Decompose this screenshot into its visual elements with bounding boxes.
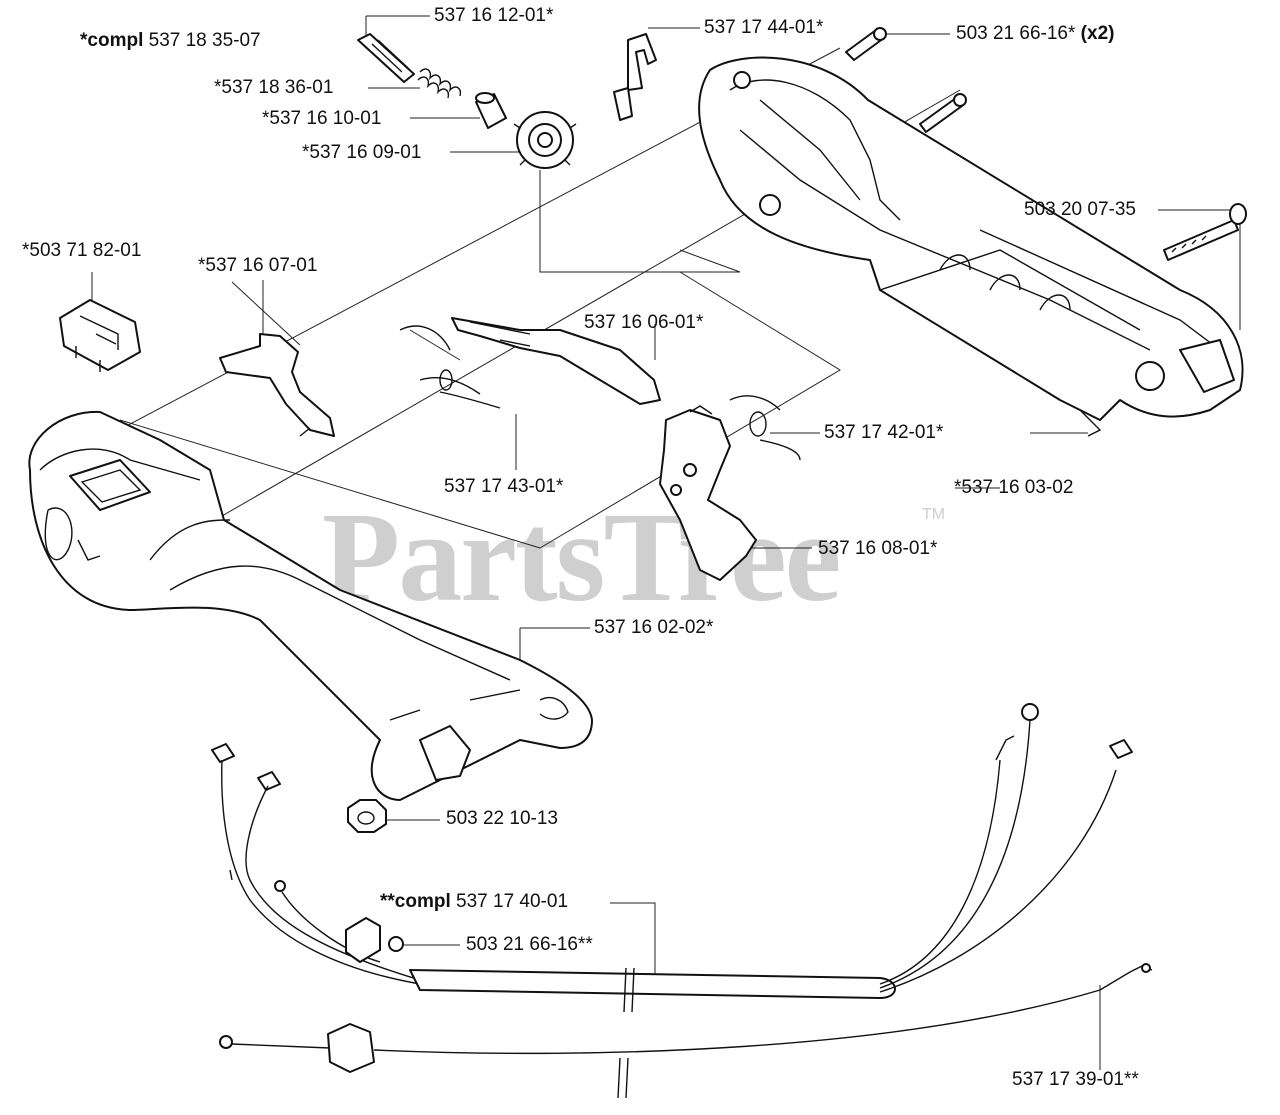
label-537-17-39-01[interactable]: 537 17 39-01** xyxy=(1012,1069,1139,1090)
label-537-16-09-01[interactable]: *537 16 09-01 xyxy=(302,142,422,163)
label-compl-prefix: **compl xyxy=(380,891,451,912)
throttle-trigger-537-16-08 xyxy=(659,405,757,581)
spring-537-18-36 xyxy=(417,68,462,99)
label-503-21-66-16-dd[interactable]: 503 21 66-16** xyxy=(466,934,593,955)
label-537-18-36-01[interactable]: *537 18 36-01 xyxy=(214,77,334,98)
label-503-21-66-qty: (x2) xyxy=(1080,23,1115,44)
screw-537-16-12 xyxy=(357,33,415,83)
label-537-16-07-01[interactable]: *537 16 07-01 xyxy=(198,255,318,276)
stop-switch-503-71-82 xyxy=(59,299,141,372)
spring-537-17-42 xyxy=(729,395,801,461)
label-537-16-10-01[interactable]: *537 16 10-01 xyxy=(262,108,382,129)
nut-503-22-10 xyxy=(347,799,387,833)
label-537-16-03-02[interactable]: *537 16 03-02 xyxy=(954,477,1074,498)
cable-537-17-39 xyxy=(219,963,1153,1099)
label-537-16-08-01[interactable]: 537 16 08-01* xyxy=(818,538,938,559)
label-compl-537-18-35[interactable]: *compl 537 18 35-07 xyxy=(80,30,261,52)
label-503-22-10-13[interactable]: 503 22 10-13 xyxy=(446,808,558,829)
bolt-503-20-07 xyxy=(1163,203,1247,261)
lock-lever-537-16-07 xyxy=(219,333,335,437)
label-compl-number: 537 18 35-07 xyxy=(148,30,261,51)
label-537-17-42-01[interactable]: 537 17 42-01* xyxy=(824,422,944,443)
label-503-21-66-16-x2[interactable]: 503 21 66-16* (x2) xyxy=(956,23,1114,45)
ratchet-537-16-09 xyxy=(513,111,577,169)
label-compl-prefix: *compl xyxy=(80,30,144,51)
wiring-harness-537-17-40 xyxy=(211,703,1133,1013)
label-compl-number: 537 17 40-01 xyxy=(456,891,569,912)
label-503-20-07-35[interactable]: 503 20 07-35 xyxy=(1024,199,1136,220)
sleeve-537-16-10 xyxy=(475,92,507,129)
watermark: PartsTree xyxy=(322,486,841,628)
label-537-17-44-01[interactable]: 537 17 44-01* xyxy=(704,17,824,38)
spring-clip-537-17-44 xyxy=(613,33,657,121)
label-compl-537-17-40[interactable]: **compl 537 17 40-01 xyxy=(380,891,568,913)
screw-503-21-66 xyxy=(845,27,887,61)
label-537-16-02-02[interactable]: 537 16 02-02* xyxy=(594,617,714,638)
handle-537-16-02 xyxy=(28,410,593,801)
spring-537-17-43 xyxy=(399,325,501,409)
screw-503-21-66-second xyxy=(919,93,967,133)
handle-housing-537-16-03 xyxy=(698,56,1244,437)
label-537-17-43-01[interactable]: 537 17 43-01* xyxy=(444,476,564,497)
label-537-16-12-01[interactable]: 537 16 12-01* xyxy=(434,5,554,26)
label-503-71-82-01[interactable]: *503 71 82-01 xyxy=(22,240,142,261)
label-503-21-66-number: 503 21 66-16* xyxy=(956,23,1076,44)
throttle-rod-537-16-06 xyxy=(451,317,661,405)
label-537-16-06-01[interactable]: 537 16 06-01* xyxy=(584,312,704,333)
watermark-trademark: TM xyxy=(922,506,946,523)
leader-lines xyxy=(91,15,1241,1070)
